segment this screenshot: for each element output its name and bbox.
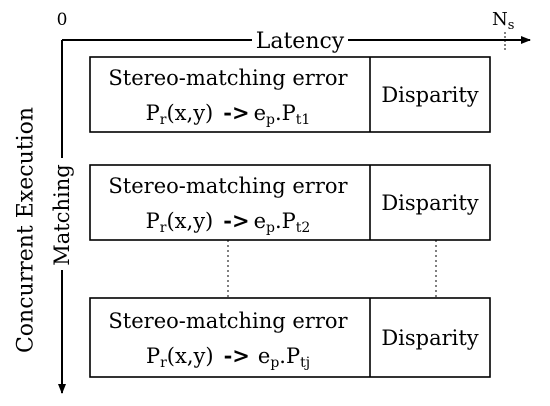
disparity-label: Disparity xyxy=(381,191,478,215)
matching-axis-label: Matching xyxy=(50,164,74,265)
origin-label: 0 xyxy=(57,10,68,30)
concurrent-execution-label: Concurrent Execution xyxy=(14,107,39,353)
execution-block: Stereo-matching error Pr(x,y)->ep.Pt1 Di… xyxy=(89,56,491,133)
formula-label: Pr(x,y)->ep.Pt1 xyxy=(146,100,311,128)
latency-axis-label: Latency xyxy=(256,29,345,54)
disparity-label: Disparity xyxy=(381,326,478,350)
disparity-label: Disparity xyxy=(381,83,478,107)
formula-label: Pr(x,y)->ep.Ptj xyxy=(146,343,310,371)
stereo-matching-error-label: Stereo-matching error xyxy=(108,66,348,90)
stereo-matching-error-label: Stereo-matching error xyxy=(108,309,348,333)
stereo-matching-error-label: Stereo-matching error xyxy=(108,174,348,198)
ns-label: Ns xyxy=(492,9,514,33)
execution-block: Stereo-matching error Pr(x,y)->ep.Pt2 Di… xyxy=(89,164,491,241)
execution-block: Stereo-matching error Pr(x,y)->ep.Ptj Di… xyxy=(89,297,491,378)
formula-label: Pr(x,y)->ep.Pt2 xyxy=(146,208,311,236)
